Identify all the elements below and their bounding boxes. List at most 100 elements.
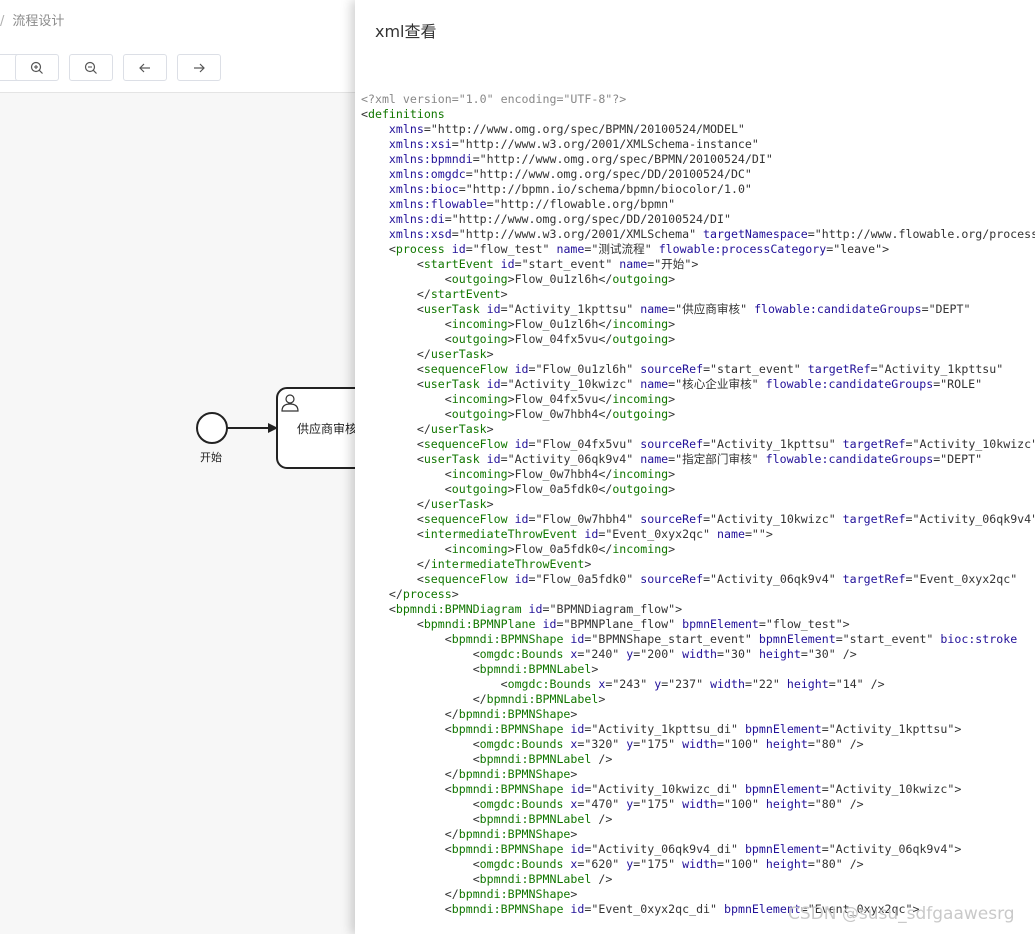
- xml-token-tag: incoming: [612, 392, 669, 406]
- xml-line: </bpmndi:BPMNShape>: [361, 827, 1035, 842]
- xml-token-br: >: [570, 767, 578, 781]
- xml-token-br: </: [444, 887, 459, 901]
- xml-line: <outgoing>Flow_0w7hbh4</outgoing>: [361, 407, 1035, 422]
- xml-token-br: >: [486, 347, 494, 361]
- xml-token-br: =: [577, 797, 585, 811]
- xml-token-tag: sequenceFlow: [423, 362, 515, 376]
- xml-token-br: >: [507, 482, 515, 496]
- xml-token-val: "237": [668, 677, 711, 691]
- xml-token-br: <: [361, 107, 368, 121]
- xml-token-br: =: [584, 632, 592, 646]
- xml-token-br: >: [507, 407, 515, 421]
- xml-token-br: =: [807, 857, 815, 871]
- xml-token-br: =: [826, 242, 834, 256]
- xml-token-val: "leave": [833, 242, 883, 256]
- xml-token-br: =: [835, 632, 843, 646]
- xml-token-br: =: [905, 512, 913, 526]
- xml-token-br: =: [542, 602, 550, 616]
- xml-token-br: =: [472, 152, 480, 166]
- xml-token-val: "Flow_04fx5vu": [535, 437, 641, 451]
- xml-token-val: "http://flowable.org/bpmn": [493, 197, 676, 211]
- xml-token-attr: flowable:processCategory: [658, 242, 827, 256]
- xml-token-val: "Activity_10kwizc_di": [591, 782, 745, 796]
- xml-token-val: "Activity_1kpttsu_di": [591, 722, 745, 736]
- redo-button[interactable]: [177, 54, 221, 81]
- xml-token-br: =: [933, 377, 941, 391]
- user-task-shape[interactable]: [276, 387, 355, 469]
- xml-token-br: =: [800, 902, 808, 916]
- xml-token-tag: bpmndi:BPMNShape: [451, 722, 571, 736]
- breadcrumb-current[interactable]: 流程设计: [12, 14, 65, 29]
- xml-token-val: "BPMNPlane_flow": [563, 617, 683, 631]
- xml-line: <bpmndi:BPMNLabel />: [361, 812, 1035, 827]
- xml-token-txt: Flow_0w7hbh4: [514, 407, 599, 421]
- xml-token-br: <: [444, 842, 452, 856]
- xml-token-val: "30": [807, 647, 843, 661]
- xml-token-tag: bpmndi:BPMNShape: [451, 782, 571, 796]
- xml-line: <sequenceFlow id="Flow_0u1zl6h" sourceRe…: [361, 362, 1035, 377]
- xml-token-br: =: [758, 617, 766, 631]
- xml-token-br: =: [821, 722, 829, 736]
- xml-token-tag: omgdc:Bounds: [479, 857, 571, 871]
- xml-line: <incoming>Flow_04fx5vu</incoming>: [361, 392, 1035, 407]
- xml-token-val: "100": [724, 857, 766, 871]
- xml-line: <startEvent id="start_event" name="开始">: [361, 257, 1035, 272]
- xml-token-br: </: [444, 767, 459, 781]
- xml-line: <incoming>Flow_0a5fdk0</incoming>: [361, 542, 1035, 557]
- bpmn-canvas[interactable]: 开始 供应商审核: [0, 93, 357, 934]
- xml-token-val: "Activity_10kwizc": [710, 512, 843, 526]
- xml-token-attr: x: [570, 647, 578, 661]
- xml-token-attr: id: [514, 512, 529, 526]
- arrow-left-icon: [139, 63, 150, 72]
- xml-token-br: >: [912, 902, 920, 916]
- xml-token-val: "Flow_0a5fdk0": [535, 572, 641, 586]
- xml-token-br: =: [744, 677, 752, 691]
- zoom-in-button[interactable]: [15, 54, 59, 81]
- zoom-out-button[interactable]: [69, 54, 113, 81]
- xml-token-val: "start_event": [521, 257, 620, 271]
- xml-token-attr: name: [619, 257, 648, 271]
- xml-token-attr: targetNamespace: [703, 227, 808, 241]
- xml-line: <bpmndi:BPMNShape id="BPMNShape_start_ev…: [361, 632, 1035, 647]
- xml-code-view[interactable]: <?xml version="1.0" encoding="UTF-8"?><d…: [361, 92, 1035, 917]
- zoom-out-icon: [84, 61, 97, 74]
- xml-token-br: <: [444, 542, 452, 556]
- xml-token-br: />: [849, 737, 864, 751]
- start-event[interactable]: [196, 412, 228, 444]
- xml-token-val: "Activity_10kwizc": [912, 437, 1035, 451]
- xml-line: <bpmndi:BPMNLabel />: [361, 752, 1035, 767]
- xml-line: <bpmndi:BPMNShape id="Event_0xyx2qc_di" …: [361, 902, 1035, 917]
- xml-token-val: "Activity_10kwizc": [828, 782, 955, 796]
- xml-token-attr: name: [640, 302, 669, 316]
- xml-token-br: =: [703, 512, 711, 526]
- xml-token-val: "http://www.omg.org/spec/BPMN/20100524/M…: [430, 122, 745, 136]
- xml-token-tag: bpmndi:BPMNLabel: [479, 752, 599, 766]
- xml-token-tag: incoming: [451, 317, 508, 331]
- xml-token-attr: id: [570, 632, 585, 646]
- xml-token-attr: id: [528, 602, 543, 616]
- xml-token-br: >: [668, 272, 676, 286]
- xml-token-tag: bpmndi:BPMNShape: [458, 707, 571, 721]
- xml-token-br: </: [598, 482, 613, 496]
- undo-button[interactable]: [123, 54, 167, 81]
- xml-token-attr: name: [556, 242, 585, 256]
- xml-token-attr: xmlns:omgdc: [388, 167, 466, 181]
- xml-token-val: "243": [612, 677, 655, 691]
- xml-token-tag: bpmndi:BPMNShape: [451, 632, 571, 646]
- xml-token-br: >: [668, 407, 676, 421]
- xml-token-tag: userTask: [423, 377, 487, 391]
- xml-token-br: =: [465, 242, 473, 256]
- xml-token-tag: bpmndi:BPMNLabel: [479, 662, 592, 676]
- xml-token-br: =: [870, 362, 878, 376]
- xml-token-br: </: [598, 272, 613, 286]
- xml-token-br: =: [703, 362, 711, 376]
- xml-token-br: =: [556, 617, 564, 631]
- xml-token-attr: x: [570, 857, 578, 871]
- xml-token-br: =: [423, 122, 431, 136]
- xml-token-br: =: [458, 182, 466, 196]
- xml-token-tag: startEvent: [423, 257, 501, 271]
- xml-token-val: "开始": [654, 257, 692, 271]
- xml-token-attr: flowable:candidateGroups: [754, 302, 922, 316]
- xml-token-tag: sequenceFlow: [423, 512, 515, 526]
- xml-token-val: "Event_0xyx2qc": [807, 902, 913, 916]
